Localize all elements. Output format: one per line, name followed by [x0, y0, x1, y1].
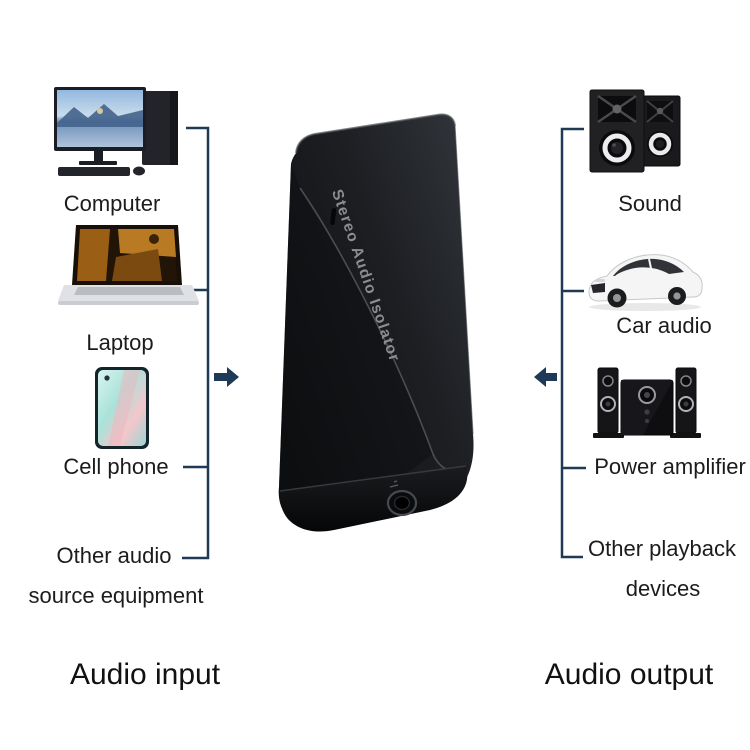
device-right-edge: [454, 125, 474, 435]
output-bracket-line: [560, 127, 584, 559]
input-label-other-line2: source equipment: [28, 583, 204, 608]
led-slot: [330, 208, 337, 225]
speakers-icon: [589, 89, 681, 173]
output-arrow-icon: [534, 367, 557, 387]
power-amplifier-icon: [593, 367, 701, 438]
output-label-sound: Sound: [618, 191, 682, 216]
input-label-other-line1: Other audio: [56, 543, 172, 568]
device-bottom-cap: [279, 466, 468, 532]
input-label-laptop: Laptop: [86, 330, 154, 355]
audio-output-heading: Audio output: [544, 658, 714, 691]
input-label-computer: Computer: [63, 191, 161, 216]
device-cap-rim: [279, 465, 467, 492]
cell-phone-icon: [95, 367, 149, 449]
output-label-caraudio: Car audio: [616, 313, 712, 338]
car-icon: [588, 254, 703, 311]
audio-jack-hole: [393, 495, 411, 511]
input-arrow-icon: [214, 367, 239, 387]
input-bracket-line: [182, 126, 210, 560]
output-label-poweramp: Power amplifier: [594, 454, 746, 479]
desktop-computer-icon: [54, 87, 178, 176]
stereo-audio-isolator-device: Stereo Audio Isolator: [278, 113, 474, 532]
output-label-other-line2: devices: [625, 576, 701, 601]
input-label-cellphone: Cell phone: [63, 454, 169, 479]
audio-input-heading: Audio input: [69, 658, 221, 691]
output-label-other-line1: Other playback: [588, 536, 736, 561]
jack-marking: [389, 480, 399, 488]
device-top-edge: [295, 113, 456, 154]
device-front-panel: [278, 164, 433, 529]
laptop-icon: [58, 225, 199, 305]
